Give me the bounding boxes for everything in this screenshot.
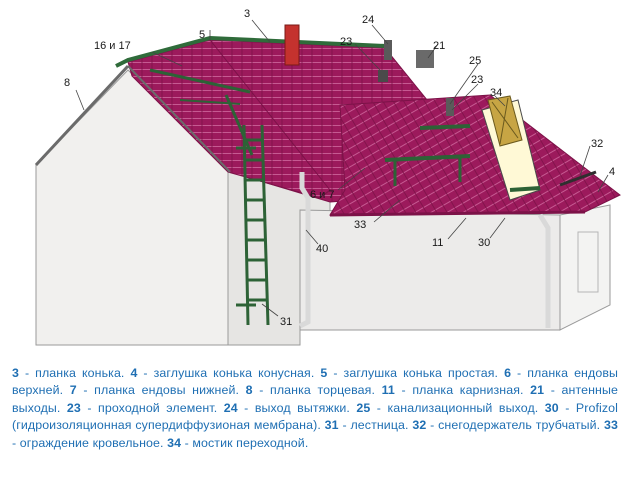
legend-num: 5 (320, 366, 328, 380)
right-annex-side-wall (559, 204, 611, 331)
legend-text: - планка конька. (19, 366, 131, 380)
right-annex-wall (299, 209, 561, 331)
label-8: 8 (64, 77, 70, 89)
label-11: 11 (432, 237, 443, 249)
legend-text: - лестница. (338, 418, 413, 433)
gable-end-plank-right (127, 65, 231, 173)
legend-text: - планка торцевая. (252, 383, 382, 398)
label-24: 24 (362, 14, 374, 26)
label-16-17: 16 и 17 (94, 40, 131, 52)
legend-text: - заглушка конька конусная. (137, 366, 321, 380)
wall-ladder-31 (224, 94, 270, 326)
label-33: 33 (354, 219, 366, 231)
legend-text: - планка карнизная. (394, 383, 531, 398)
label-23-top: 23 (340, 36, 352, 48)
leader-lines (75, 19, 609, 317)
legend-num: 33 (604, 418, 618, 433)
legend-text: - канализационный выход. (370, 400, 545, 415)
sewer-exit-25 (446, 98, 454, 116)
legend-num: 21 (530, 383, 545, 398)
legend-num: 32 (412, 418, 427, 433)
legend-text: - заглушка конька простая. (327, 366, 505, 380)
legend-text: - Profizol (гидроизоляционная супердиффу… (12, 400, 619, 433)
roof-fence-33 (384, 154, 471, 162)
label-34: 34 (490, 87, 502, 99)
label-3: 3 (244, 8, 250, 20)
label-4: 4 (609, 166, 615, 178)
legend-text: - мостик переходной. (181, 435, 309, 450)
vent-24 (384, 40, 392, 60)
legend-num: 11 (381, 383, 395, 398)
label-5: 5 (199, 29, 205, 41)
label-23-mid: 23 (471, 74, 483, 86)
gable-end-plank (34, 64, 130, 167)
label-31: 31 (280, 316, 292, 328)
label-32: 32 (591, 138, 603, 150)
legend-num: 34 (167, 435, 182, 450)
legend: 3 - планка конька. 4 - заглушка конька к… (12, 365, 618, 452)
legend-text: - планка ендовы верхней. (12, 366, 619, 398)
downpipe-40 (298, 172, 311, 329)
label-6-7: 6 и 7 (310, 189, 335, 201)
pass-element-23 (378, 70, 388, 82)
eaves-plank (329, 210, 586, 217)
legend-num: 25 (356, 400, 371, 415)
downpipe-right (537, 213, 551, 328)
snow-guard-32 (559, 170, 597, 187)
annex-door (577, 231, 599, 293)
chimney (284, 24, 300, 66)
legend-text: - планка ендовы нижней. (76, 383, 246, 398)
legend-text: - проходной элемент. (80, 400, 224, 415)
legend-num: 7 (69, 383, 77, 398)
legend-text: - снегодержатель трубчатый. (426, 418, 604, 433)
legend-text: - антенные выходы. (12, 383, 619, 415)
label-21: 21 (433, 40, 445, 52)
legend-text: - выход вытяжки. (237, 400, 357, 415)
label-25: 25 (469, 55, 481, 67)
legend-num: 23 (66, 400, 81, 415)
legend-num: 4 (130, 366, 138, 380)
legend-num: 24 (223, 400, 238, 415)
legend-num: 31 (324, 418, 339, 433)
antenna-exit (416, 50, 434, 68)
legend-num: 8 (245, 383, 253, 398)
legend-num: 3 (12, 366, 19, 380)
label-40: 40 (316, 243, 328, 255)
legend-text: - ограждение кровельное. (12, 435, 168, 450)
annex-roof (329, 94, 621, 216)
label-30: 30 (478, 237, 490, 249)
legend-num: 30 (544, 400, 559, 415)
legend-num: 6 (504, 366, 512, 380)
roof-diagram: 3 24 5 16 и 17 23 21 8 25 23 34 32 4 6 и… (34, 8, 621, 346)
